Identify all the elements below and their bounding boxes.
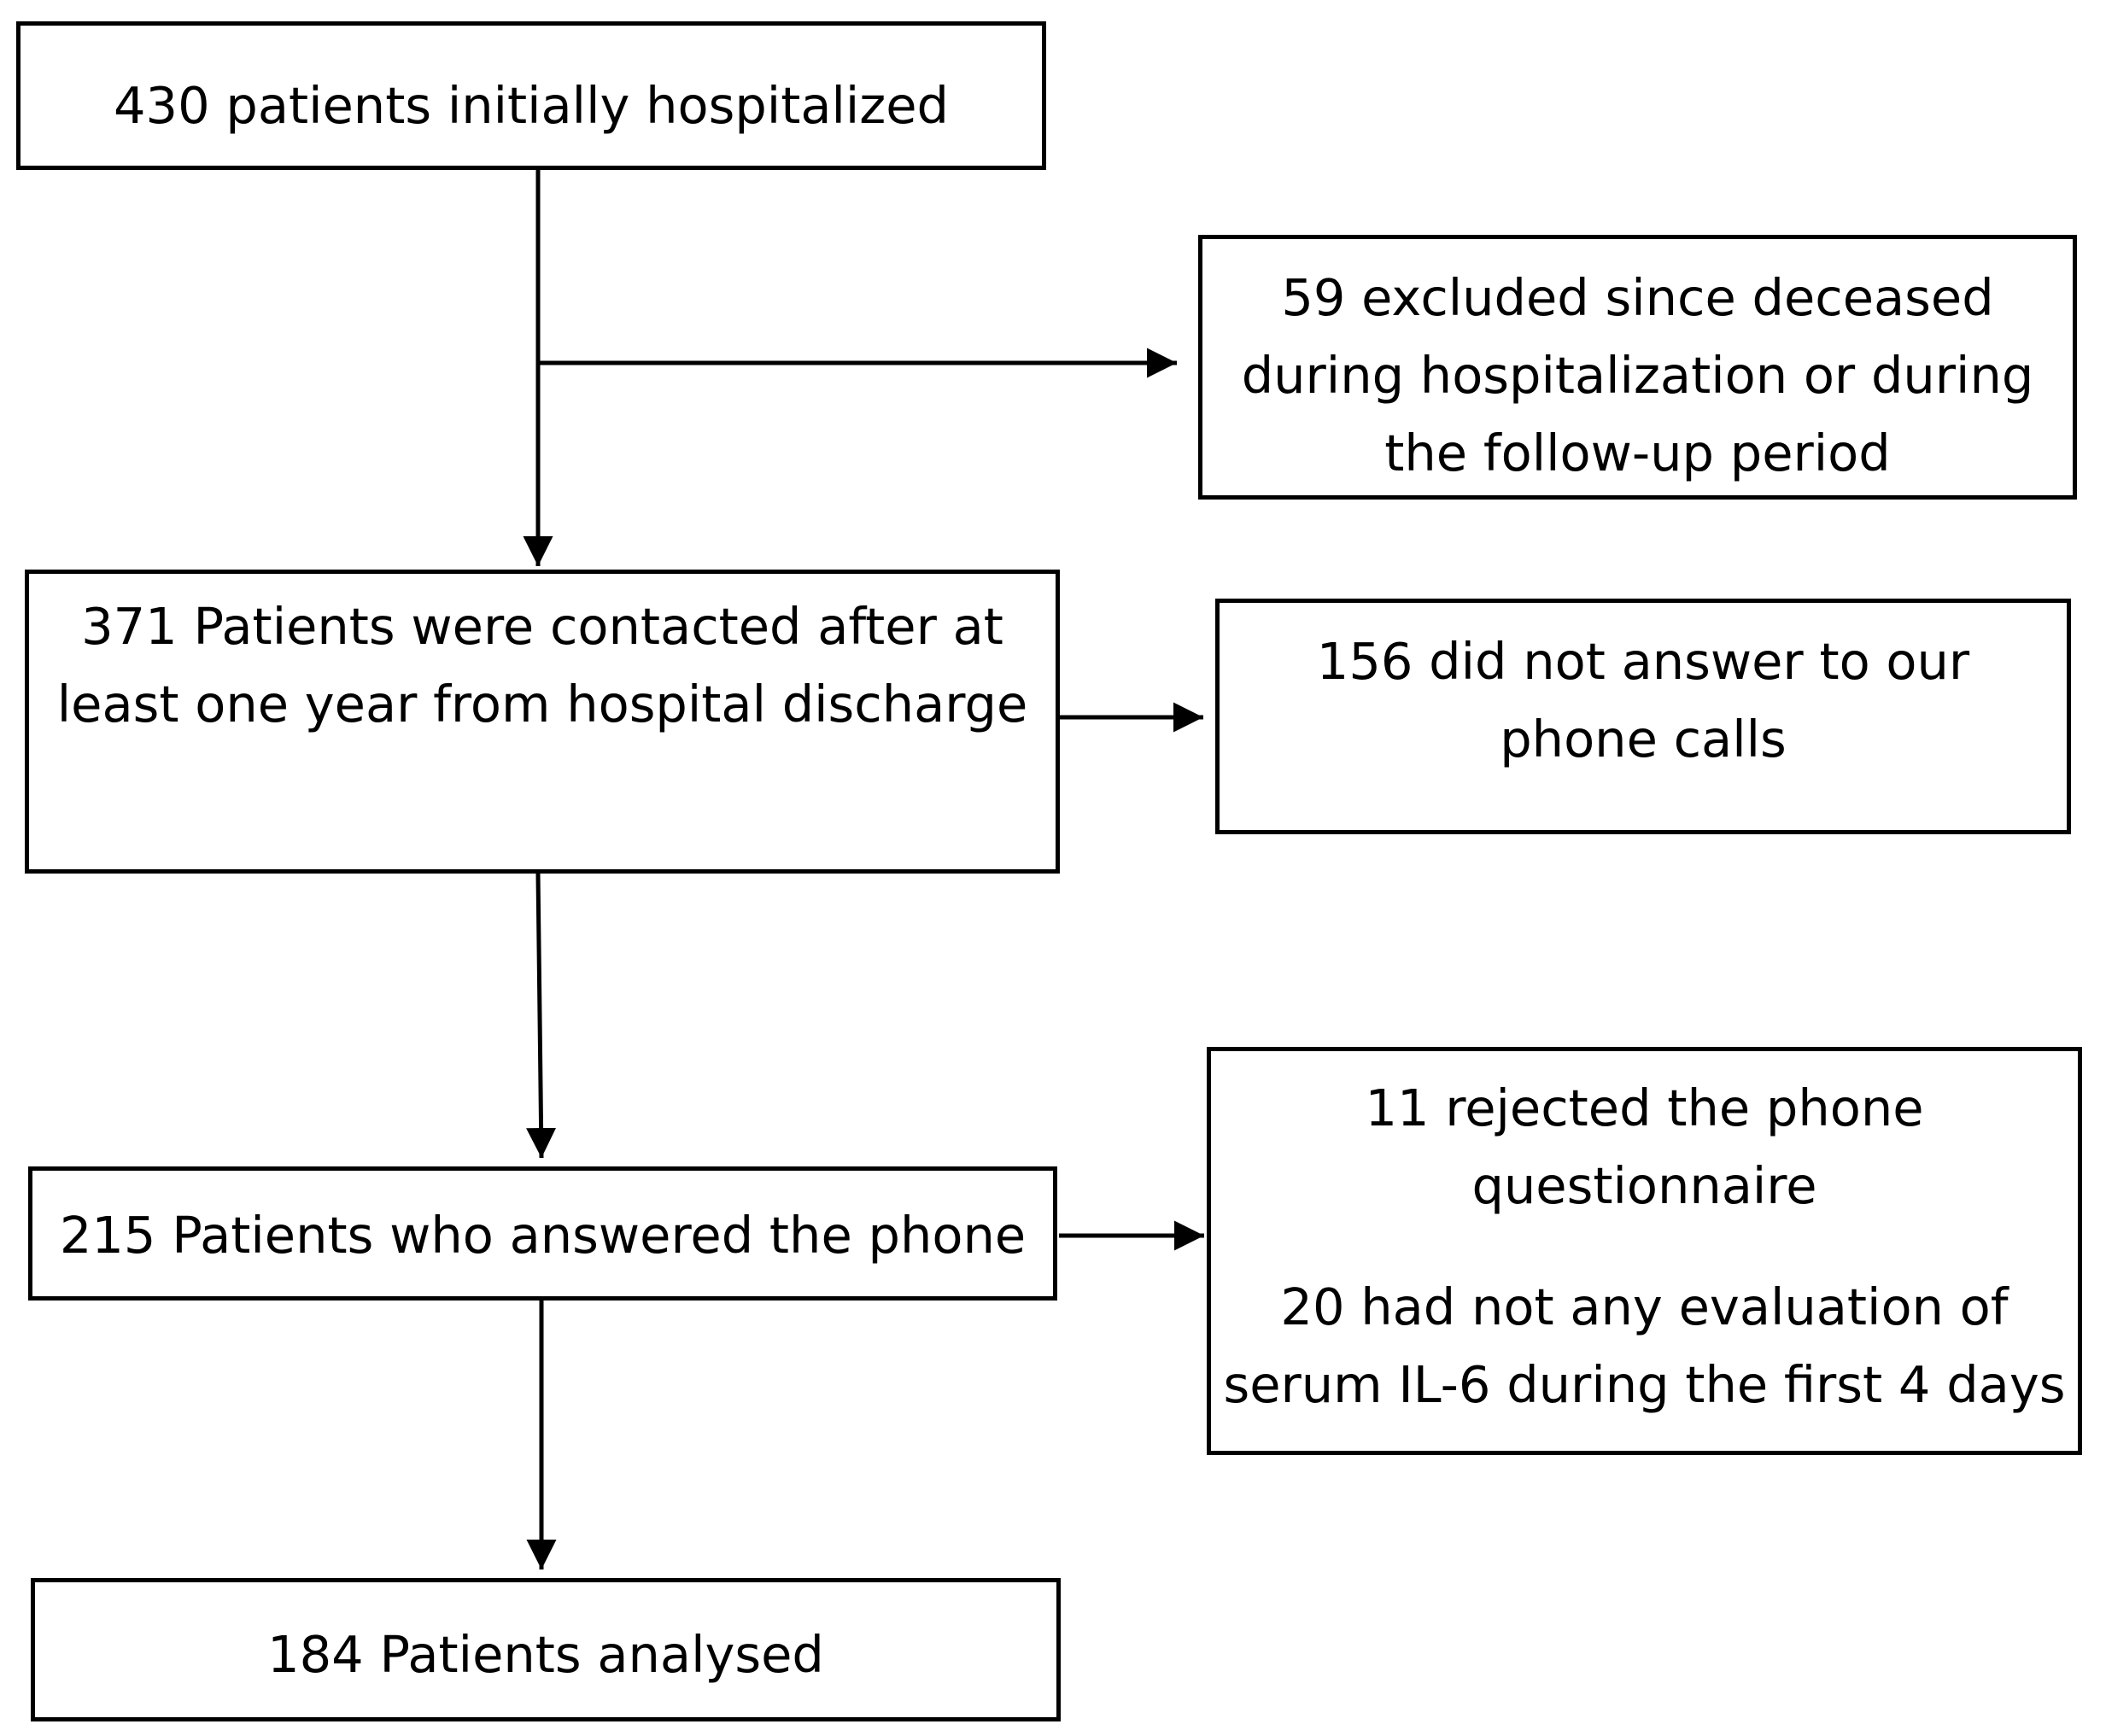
- box-analysed-line-1: 184 Patients analysed: [267, 1625, 824, 1684]
- box-no-il6-line-2: serum IL-6 during the first 4 days: [1223, 1355, 2066, 1414]
- box-excluded-deceased: 59 excluded since deceased during hospit…: [1198, 235, 2077, 500]
- box-no-answer-line-2: phone calls: [1500, 710, 1787, 769]
- box-no-answer: 156 did not answer to our phone calls: [1215, 599, 2071, 834]
- box-deceased-line-1: 59 excluded since deceased: [1281, 268, 1994, 327]
- box-analysed: 184 Patients analysed: [31, 1578, 1061, 1721]
- box-contacted-line-1: 371 Patients were contacted after at: [81, 597, 1003, 656]
- arrow-contacted-to-answered: [526, 873, 557, 1159]
- box-contacted: 371 Patients were contacted after at lea…: [25, 570, 1060, 874]
- box-excluded-other: 11 rejected the phone questionnaire 20 h…: [1207, 1047, 2082, 1455]
- box-initial-hospitalized: 430 patients initially hospitalized: [16, 21, 1046, 170]
- box-deceased-line-2: during hospitalization or during: [1241, 346, 2034, 405]
- box-no-il6-line-1: 20 had not any evaluation of: [1280, 1277, 2009, 1336]
- box-rejected-line-1: 11 rejected the phone: [1365, 1078, 1924, 1137]
- box-rejected-line-2: questionnaire: [1471, 1156, 1817, 1215]
- box-answered: 215 Patients who answered the phone: [28, 1166, 1057, 1301]
- box-deceased-line-3: the follow-up period: [1384, 424, 1891, 482]
- box-contacted-line-2: least one year from hospital discharge: [56, 675, 1028, 734]
- box-no-answer-line-1: 156 did not answer to our: [1316, 632, 1970, 691]
- box-initial-line-1: 430 patients initially hospitalized: [114, 76, 949, 135]
- box-answered-line-1: 215 Patients who answered the phone: [59, 1206, 1027, 1265]
